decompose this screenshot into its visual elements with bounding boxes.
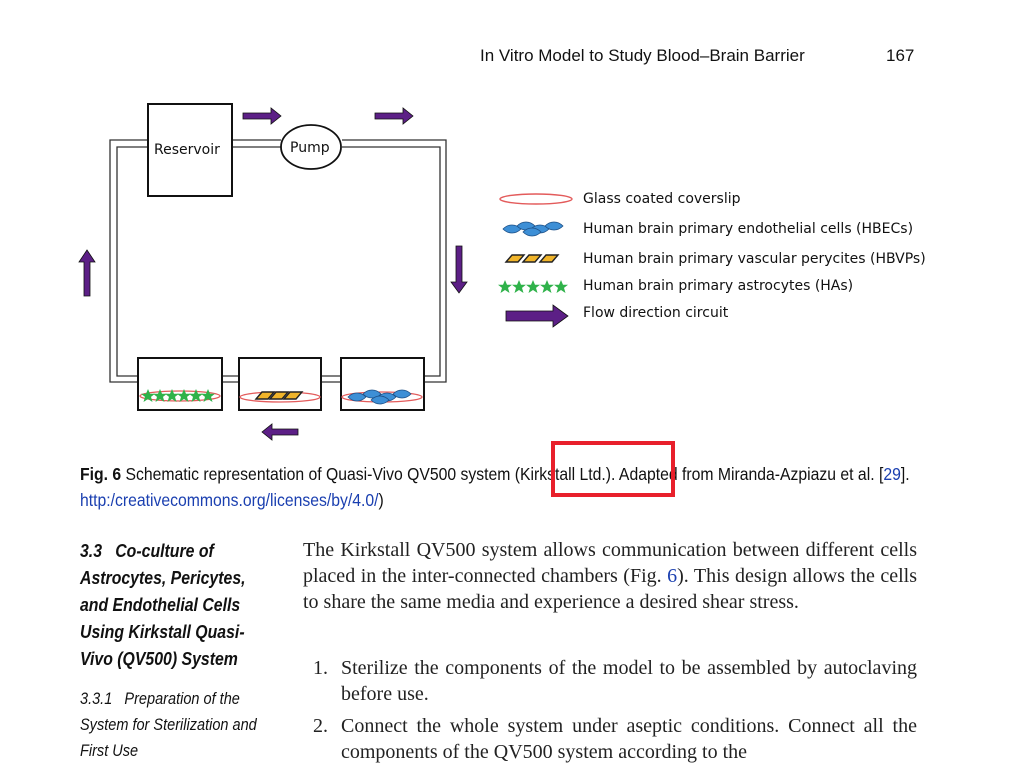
legend-label-flow: Flow direction circuit: [583, 305, 729, 321]
section-number: 3.3: [80, 541, 103, 561]
section-title: Co-culture of Astrocytes, Pericytes, and…: [80, 541, 246, 669]
step-number: 1.: [313, 657, 328, 679]
pericytes-icon: [505, 254, 559, 263]
chamber-endothelial: [340, 357, 425, 411]
caption-text: Schematic representation of Quasi-Vivo Q…: [121, 464, 515, 484]
reservoir-box: [147, 103, 233, 197]
step-text: Sterilize the components of the model to…: [341, 657, 917, 705]
citation-link[interactable]: 29: [883, 464, 901, 484]
running-header: In Vitro Model to Study Blood–Brain Barr…: [480, 46, 805, 65]
flow-arrow-icon: [505, 304, 569, 328]
paragraph-text: The Kirkstall QV500 system allows commun…: [303, 539, 917, 587]
legend-label-endothelial: Human brain primary endothelial cells (H…: [583, 221, 914, 237]
endothelial-cells-icon: [502, 221, 564, 237]
paragraph-text-end: ). This design allows the cells to share…: [303, 565, 917, 613]
pump-label: Pump: [290, 140, 330, 156]
reservoir-label: Reservoir: [154, 142, 220, 158]
license-link[interactable]: http:/creativecommons.org/licenses/by/4.…: [80, 490, 379, 510]
tubing-circuit: [109, 139, 447, 383]
flow-arrow-icon: [374, 107, 414, 125]
list-item: 2. Connect the whole system under aseptic…: [313, 713, 917, 765]
legend-label-coverslip: Glass coated coverslip: [583, 191, 741, 207]
subsection-title: Preparation of the System for Sterilizat…: [80, 690, 257, 760]
legend-label-astrocytes: Human brain primary astrocytes (HAs): [583, 278, 854, 294]
highlight-annotation-box: [551, 441, 675, 497]
figure-schematic: Reservoir Pump: [78, 103, 573, 441]
list-item: 1. Sterilize the components of the model …: [313, 655, 917, 707]
chamber-astrocytes: [137, 357, 223, 411]
subsection-number: 3.3.1: [80, 690, 113, 708]
glass-coverslip-icon: [499, 193, 573, 205]
figure-caption: Fig. 6 Schematic representation of Quasi…: [80, 461, 920, 513]
figure-ref-link[interactable]: 6: [667, 565, 678, 587]
flow-arrow-icon: [261, 423, 299, 441]
flow-arrow-icon: [242, 107, 282, 125]
caption-text-end: ): [378, 490, 384, 510]
pump-circle: [280, 124, 342, 170]
flow-arrow-icon: [450, 245, 468, 294]
figure-label: Fig. 6: [80, 464, 122, 484]
subsection-heading: 3.3.1 Preparation of the System for Ster…: [80, 686, 274, 764]
chamber-pericytes: [238, 357, 322, 411]
page-number: 167: [886, 46, 915, 65]
step-text: Connect the whole system under aseptic c…: [341, 715, 917, 763]
legend-label-pericytes: Human brain primary vascular perycites (…: [583, 251, 926, 267]
caption-text-after: Adapted from Miranda-Azpiazu et al. [: [615, 464, 884, 484]
flow-arrow-icon: [78, 249, 96, 297]
step-number: 2.: [313, 715, 328, 737]
caption-highlight-text: (Kirkstall Ltd.).: [514, 464, 616, 484]
body-paragraph: The Kirkstall QV500 system allows commun…: [303, 537, 917, 615]
section-heading: 3.3 Co-culture of Astrocytes, Pericytes,…: [80, 538, 256, 673]
astrocytes-icon: [498, 280, 568, 293]
caption-text-mid: ].: [900, 464, 910, 484]
